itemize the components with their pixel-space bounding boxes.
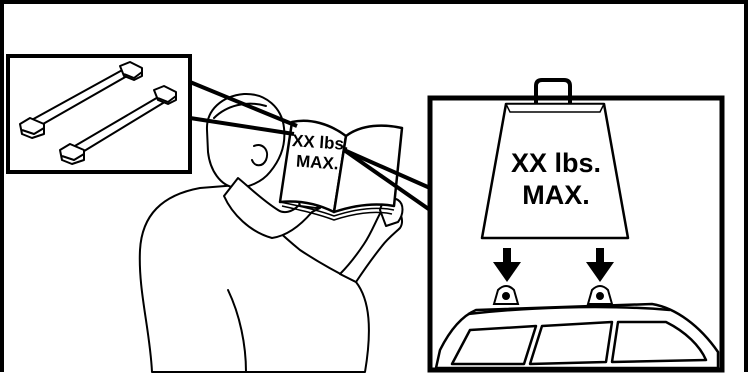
weight-label-line2: MAX. bbox=[522, 180, 590, 210]
car-roof bbox=[436, 304, 718, 368]
roof-bars-inset bbox=[8, 56, 190, 172]
book-label-line2: MAX. bbox=[296, 152, 340, 174]
book-label-line1: XX lbs. bbox=[291, 131, 349, 154]
weight-top-face bbox=[506, 104, 604, 112]
person-head bbox=[207, 94, 284, 188]
car-window-middle bbox=[530, 322, 612, 364]
roof-bars-inset-frame bbox=[8, 56, 190, 172]
person-ear bbox=[252, 145, 267, 165]
weight-limit-inset: XX lbs. MAX. bbox=[430, 80, 722, 370]
weight-label-line1: XX lbs. bbox=[511, 148, 601, 178]
